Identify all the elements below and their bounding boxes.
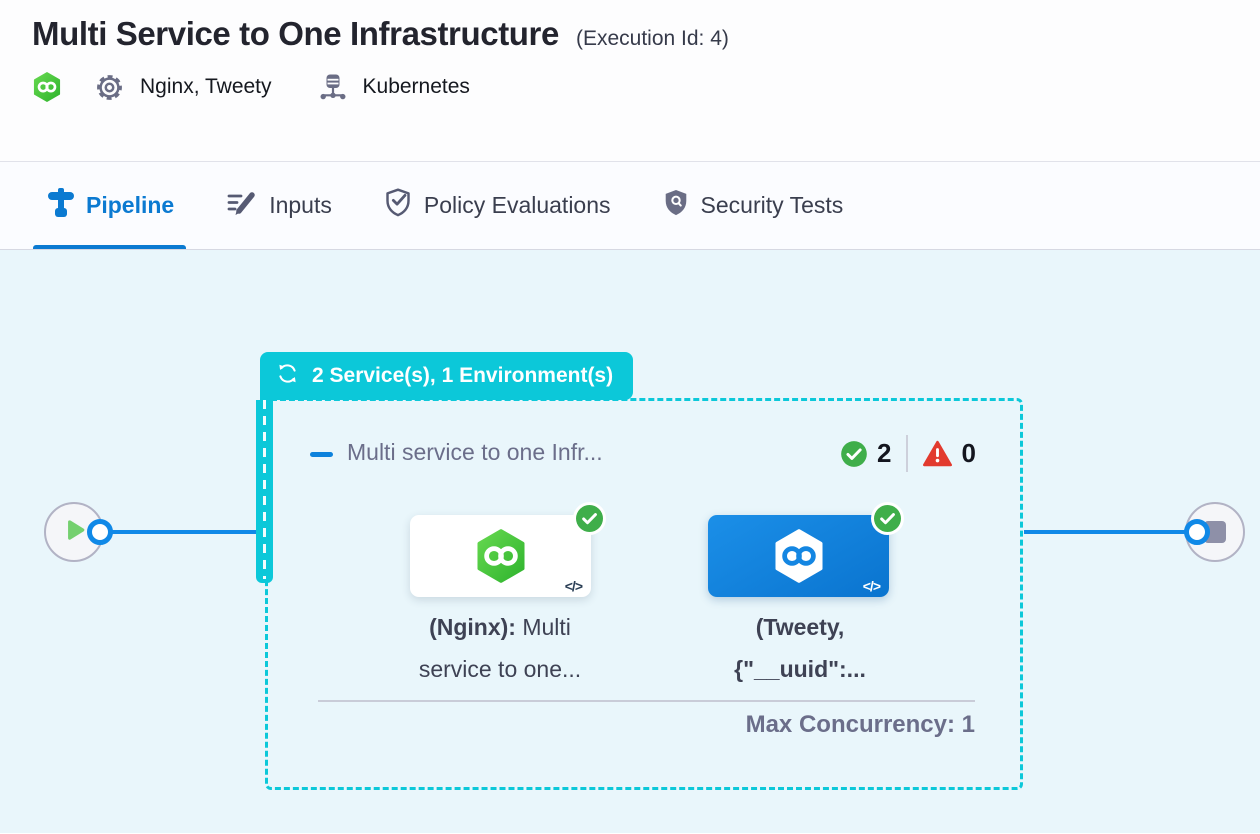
tab-bar: Pipeline Inputs xyxy=(0,162,1260,250)
page-title: Multi Service to One Infrastructure xyxy=(32,15,559,52)
infrastructure-icon xyxy=(319,72,347,102)
service-label-tweety: (Tweety, {"__uuid":... xyxy=(680,606,920,690)
connector-line-left xyxy=(104,530,265,534)
tab-security-tests[interactable]: Security Tests xyxy=(663,162,844,249)
shield-check-icon xyxy=(384,187,412,224)
services-label: Nginx, Tweety xyxy=(140,75,272,98)
end-node-port xyxy=(1184,519,1210,545)
stage-divider xyxy=(318,700,975,702)
service-label-line: service to one... xyxy=(418,656,582,682)
code-icon: </> xyxy=(564,578,583,594)
tab-policy-evaluations[interactable]: Policy Evaluations xyxy=(384,162,611,249)
collapse-stage-button[interactable] xyxy=(310,452,333,457)
tab-security-tests-label: Security Tests xyxy=(700,192,844,218)
pipeline-meta-row: Nginx, Tweety Kubernetes xyxy=(32,72,1260,102)
stage-group-container xyxy=(265,398,1023,790)
success-badge xyxy=(573,502,606,535)
success-count: 2 xyxy=(877,438,892,468)
stats-divider xyxy=(906,435,909,472)
stop-icon xyxy=(1204,521,1226,543)
loop-icon xyxy=(275,361,300,392)
service-label-line: (Tweety, xyxy=(755,614,845,640)
shield-scan-icon xyxy=(663,187,689,224)
failure-count: 0 xyxy=(961,438,976,468)
tail-dash-pattern xyxy=(263,400,266,579)
connector-line-right xyxy=(1024,530,1187,534)
tab-inputs-label: Inputs xyxy=(269,192,332,218)
stage-group-tail xyxy=(256,400,273,583)
play-icon xyxy=(59,515,89,550)
success-badge xyxy=(871,502,904,535)
max-concurrency-label: Max Concurrency: 1 xyxy=(745,711,975,738)
success-icon xyxy=(840,440,868,468)
title-row: Multi Service to One Infrastructure (Exe… xyxy=(32,0,1260,53)
tab-pipeline[interactable]: Pipeline xyxy=(33,162,187,249)
stage-group-badge[interactable]: 2 Service(s), 1 Environment(s) xyxy=(260,352,634,400)
tab-policy-evaluations-label: Policy Evaluations xyxy=(423,192,611,218)
start-node-port xyxy=(87,519,113,545)
harness-service-hexagon-green xyxy=(474,529,528,583)
code-icon: </> xyxy=(862,578,881,594)
service-label-line: {"__uuid":... xyxy=(734,656,866,682)
stage-group-badge-label: 2 Service(s), 1 Environment(s) xyxy=(312,364,614,387)
inputs-icon xyxy=(226,188,257,223)
tab-inputs[interactable]: Inputs xyxy=(226,162,332,249)
service-label-nginx: (Nginx): Multi service to one... xyxy=(380,606,620,690)
harness-deploy-icon xyxy=(32,72,62,102)
harness-service-hexagon-white xyxy=(772,529,826,583)
execution-id: (Execution Id: 4) xyxy=(575,27,729,50)
infrastructure-label: Kubernetes xyxy=(362,75,470,98)
stage-title: Multi service to one Infr... xyxy=(347,439,603,465)
service-node-nginx[interactable]: </> xyxy=(410,502,606,597)
pipeline-canvas: 2 Service(s), 1 Environment(s) Multi ser… xyxy=(0,250,1260,833)
service-label-line: (Nginx): Multi xyxy=(429,614,571,640)
page-header: Multi Service to One Infrastructure (Exe… xyxy=(0,0,1260,162)
pipeline-icon xyxy=(48,187,74,224)
service-node-tweety[interactable]: </> xyxy=(708,502,904,597)
stage-status-counts: 2 0 xyxy=(840,435,976,472)
tab-pipeline-label: Pipeline xyxy=(86,192,175,218)
failure-icon xyxy=(923,440,953,467)
active-tab-indicator xyxy=(33,245,187,249)
gear-icon xyxy=(95,73,124,102)
